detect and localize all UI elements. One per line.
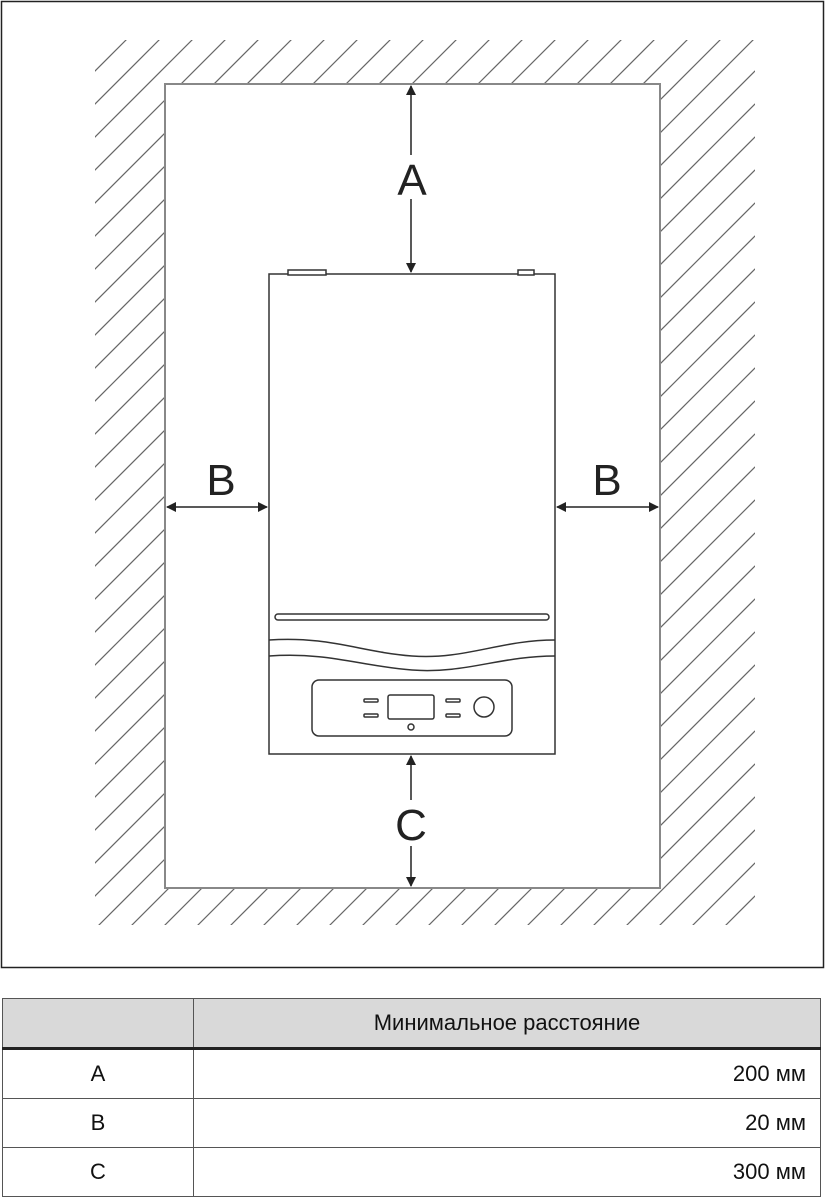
row-value: 20 мм: [193, 1098, 821, 1148]
hatch-line: [95, 40, 167, 925]
hatch-line: [683, 40, 755, 925]
hatch-line: [518, 40, 755, 925]
control-button-3: [445, 698, 461, 703]
display-screen: [387, 694, 435, 720]
table-row: A 200 мм: [2, 1048, 821, 1099]
table-row: B 20 мм: [2, 1098, 821, 1148]
label-b-left: B: [206, 456, 235, 505]
row-label: B: [2, 1098, 194, 1148]
top-connector-right: [517, 269, 535, 276]
table-header-row: Минимальное расстояние: [2, 998, 821, 1050]
hatch-line: [95, 40, 134, 925]
boiler: [268, 269, 556, 755]
hatch-line: [617, 40, 755, 925]
row-label: C: [2, 1147, 194, 1197]
diagram-canvas: A B B C: [0, 0, 825, 969]
control-panel: [311, 679, 513, 737]
clearance-diagram: A B B C: [0, 0, 825, 969]
clearance-table: Минимальное расстояние A 200 мм B 20 мм …: [2, 998, 821, 1197]
label-a: A: [397, 156, 427, 205]
row-value: 300 мм: [193, 1147, 821, 1197]
header-value-cell: Минимальное расстояние: [193, 998, 821, 1050]
label-c-backdrop: [394, 800, 430, 846]
label-c: C: [395, 801, 427, 850]
table-row: C 300 мм: [2, 1147, 821, 1197]
control-knob: [473, 696, 495, 718]
boiler-body: [268, 273, 556, 755]
hatch-line: [650, 40, 755, 925]
control-button-4: [445, 713, 461, 718]
row-value: 200 мм: [193, 1048, 821, 1099]
hatch-line: [95, 40, 233, 925]
control-button-1: [363, 698, 379, 703]
label-b-right: B: [592, 456, 621, 505]
front-panel-contour-upper: [268, 638, 556, 658]
hatch-line: [95, 40, 266, 925]
front-panel-contour-lower: [268, 654, 556, 672]
clearance-zone: [164, 83, 661, 889]
front-panel-seam: [274, 613, 550, 621]
hatch-line: [95, 40, 200, 925]
header-label-cell: [2, 998, 194, 1050]
figure-frame: [0, 0, 825, 969]
hatch-line: [95, 40, 299, 925]
hatch-line: [584, 40, 755, 925]
top-connector-left: [287, 269, 327, 276]
label-a-backdrop: [394, 155, 430, 199]
indicator-dot: [407, 723, 415, 731]
hatch-line: [551, 40, 755, 925]
control-button-2: [363, 713, 379, 718]
row-label: A: [2, 1048, 194, 1099]
hatch-line: [95, 40, 101, 925]
